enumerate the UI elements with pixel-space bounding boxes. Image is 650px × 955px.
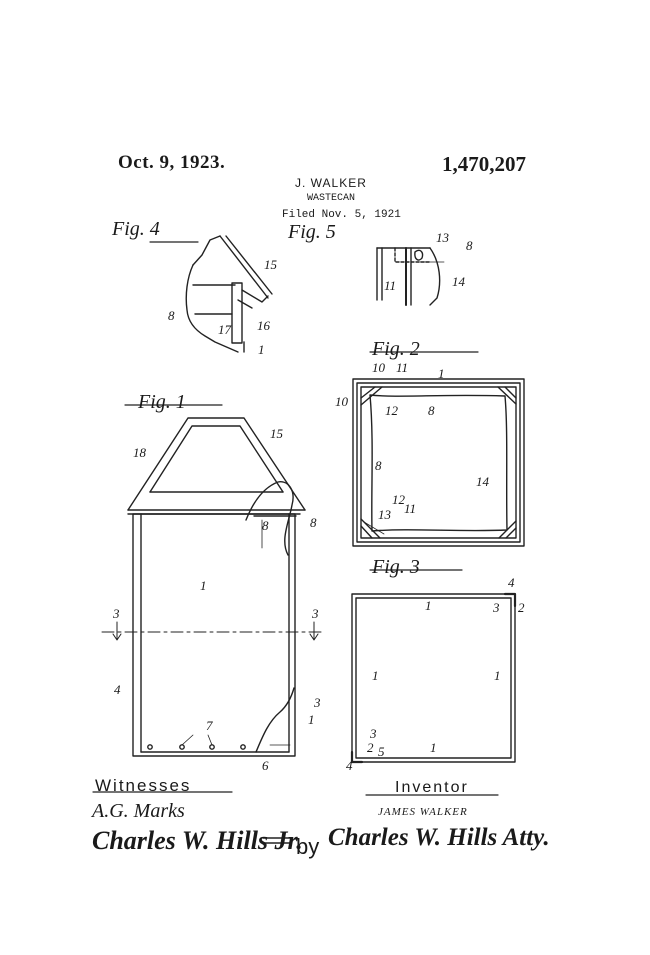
figure-2-label: Fig. 2 (372, 338, 420, 360)
ref-numeral: 7 (206, 718, 213, 733)
signature-lines (92, 791, 499, 844)
ref-numeral: 10 (372, 360, 385, 375)
inventor-signature-name: JAMES WALKER (378, 806, 468, 818)
ref-numeral: 3 (113, 606, 120, 621)
ref-numeral: 8 (310, 515, 317, 530)
figure-4-label: Fig. 4 (112, 218, 160, 240)
ref-numeral: 8 (428, 403, 435, 418)
ref-numeral: 4 (346, 758, 353, 773)
ref-numeral: 11 (396, 360, 409, 375)
witness-signature-2: Charles W. Hills Jr. (92, 826, 303, 855)
ref-numeral: 8 (168, 308, 175, 323)
filing-date: Filed Nov. 5, 1921 (282, 209, 401, 221)
figure-4-drawing (149, 235, 273, 353)
ref-numeral: 8 (375, 458, 382, 473)
ref-numeral: 1 (200, 578, 207, 593)
figure-2-drawing (352, 351, 525, 547)
ref-numeral: 4 (114, 682, 121, 697)
patent-number: 1,470,207 (442, 152, 526, 176)
ref-numeral: 14 (452, 274, 465, 289)
ref-numeral: 3 (314, 695, 321, 710)
ref-numeral: 15 (270, 426, 283, 441)
ref-numeral: 12 (385, 403, 398, 418)
ref-numeral: 1 (430, 740, 437, 755)
ref-numeral: 1 (372, 668, 379, 683)
ref-numeral: 11 (384, 278, 397, 293)
ref-numeral: 14 (476, 474, 489, 489)
patent-title: WASTECAN (307, 193, 356, 204)
ref-numeral: 1 (425, 598, 432, 613)
witness-signature-1: A.G. Marks (92, 800, 185, 822)
ref-numeral: 8 (466, 238, 473, 253)
ref-numeral: 3 (493, 600, 500, 615)
ref-numeral: 1 (438, 366, 445, 381)
ref-numeral: 12 (392, 492, 405, 507)
ref-numeral: 10 (335, 394, 348, 409)
figure-1-label: Fig. 1 (138, 391, 186, 413)
figure-3-label: Fig. 3 (372, 556, 420, 578)
ref-numeral: 2 (367, 740, 374, 755)
ref-numeral: 1 (258, 342, 265, 357)
figure-1-drawing (101, 404, 326, 757)
ref-numeral: 13 (378, 507, 391, 522)
ref-numeral: 15 (264, 257, 277, 272)
ref-numeral: 4 (508, 575, 515, 590)
ref-numeral: 17 (218, 322, 231, 337)
ref-numeral: 3 (370, 726, 377, 741)
ref-numeral: 1 (494, 668, 501, 683)
ref-numeral: 6 (262, 758, 269, 773)
patent-date: Oct. 9, 1923. (118, 152, 226, 173)
ref-numeral: 18 (133, 445, 146, 460)
ref-numeral: 2 (518, 600, 525, 615)
ref-numeral: 3 (312, 606, 319, 621)
ref-numeral: 1 (308, 712, 315, 727)
ref-numeral: 13 (436, 230, 449, 245)
figure-5-drawing (376, 247, 445, 306)
figure-3-drawing (350, 569, 517, 764)
witnesses-label: Witnesses (95, 776, 192, 795)
ref-numeral: 16 (257, 318, 270, 333)
inventor-label: Inventor (395, 779, 469, 796)
figure-5-label: Fig. 5 (288, 221, 336, 243)
inventor-name: J. WALKER (295, 176, 367, 190)
by-text: by (296, 834, 320, 859)
attorney-signature: Charles W. Hills Atty. (328, 824, 550, 851)
ref-numeral: 5 (378, 744, 385, 759)
ref-numeral: 11 (404, 501, 417, 516)
ref-numeral: 8 (262, 518, 269, 533)
